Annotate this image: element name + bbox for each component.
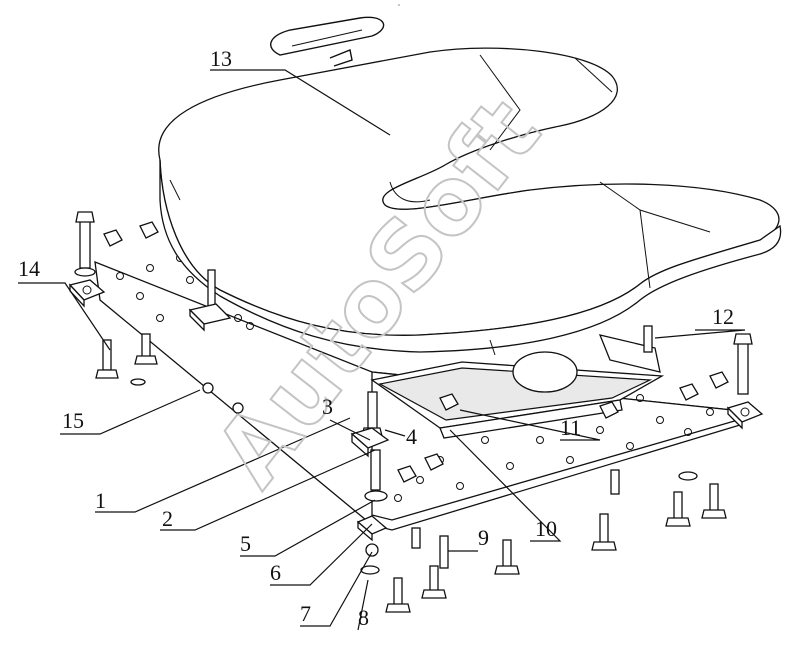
callout-7: 7	[300, 601, 311, 626]
callout-13: 13	[210, 46, 232, 71]
seat-cushion	[158, 16, 782, 356]
corner-mark: °	[398, 4, 404, 10]
callout-11: 11	[560, 415, 581, 440]
fasteners	[68, 211, 764, 613]
callout-2: 2	[162, 506, 173, 531]
leader-lines	[18, 69, 746, 631]
callout-3: 3	[322, 394, 333, 419]
callout-15: 15	[62, 408, 84, 433]
callout-10: 10	[535, 516, 557, 541]
callout-1: 1	[95, 488, 106, 513]
callout-5: 5	[240, 531, 251, 556]
callout-4: 4	[406, 424, 417, 449]
callout-12: 12	[712, 304, 734, 329]
callout-labels: 13 14 15 3 4 1 2 5 6 7 8 9 10 11 12 °	[18, 4, 734, 630]
callout-6: 6	[270, 560, 281, 585]
callout-8: 8	[358, 605, 369, 630]
callout-14: 14	[18, 256, 40, 281]
callout-9: 9	[478, 525, 489, 550]
